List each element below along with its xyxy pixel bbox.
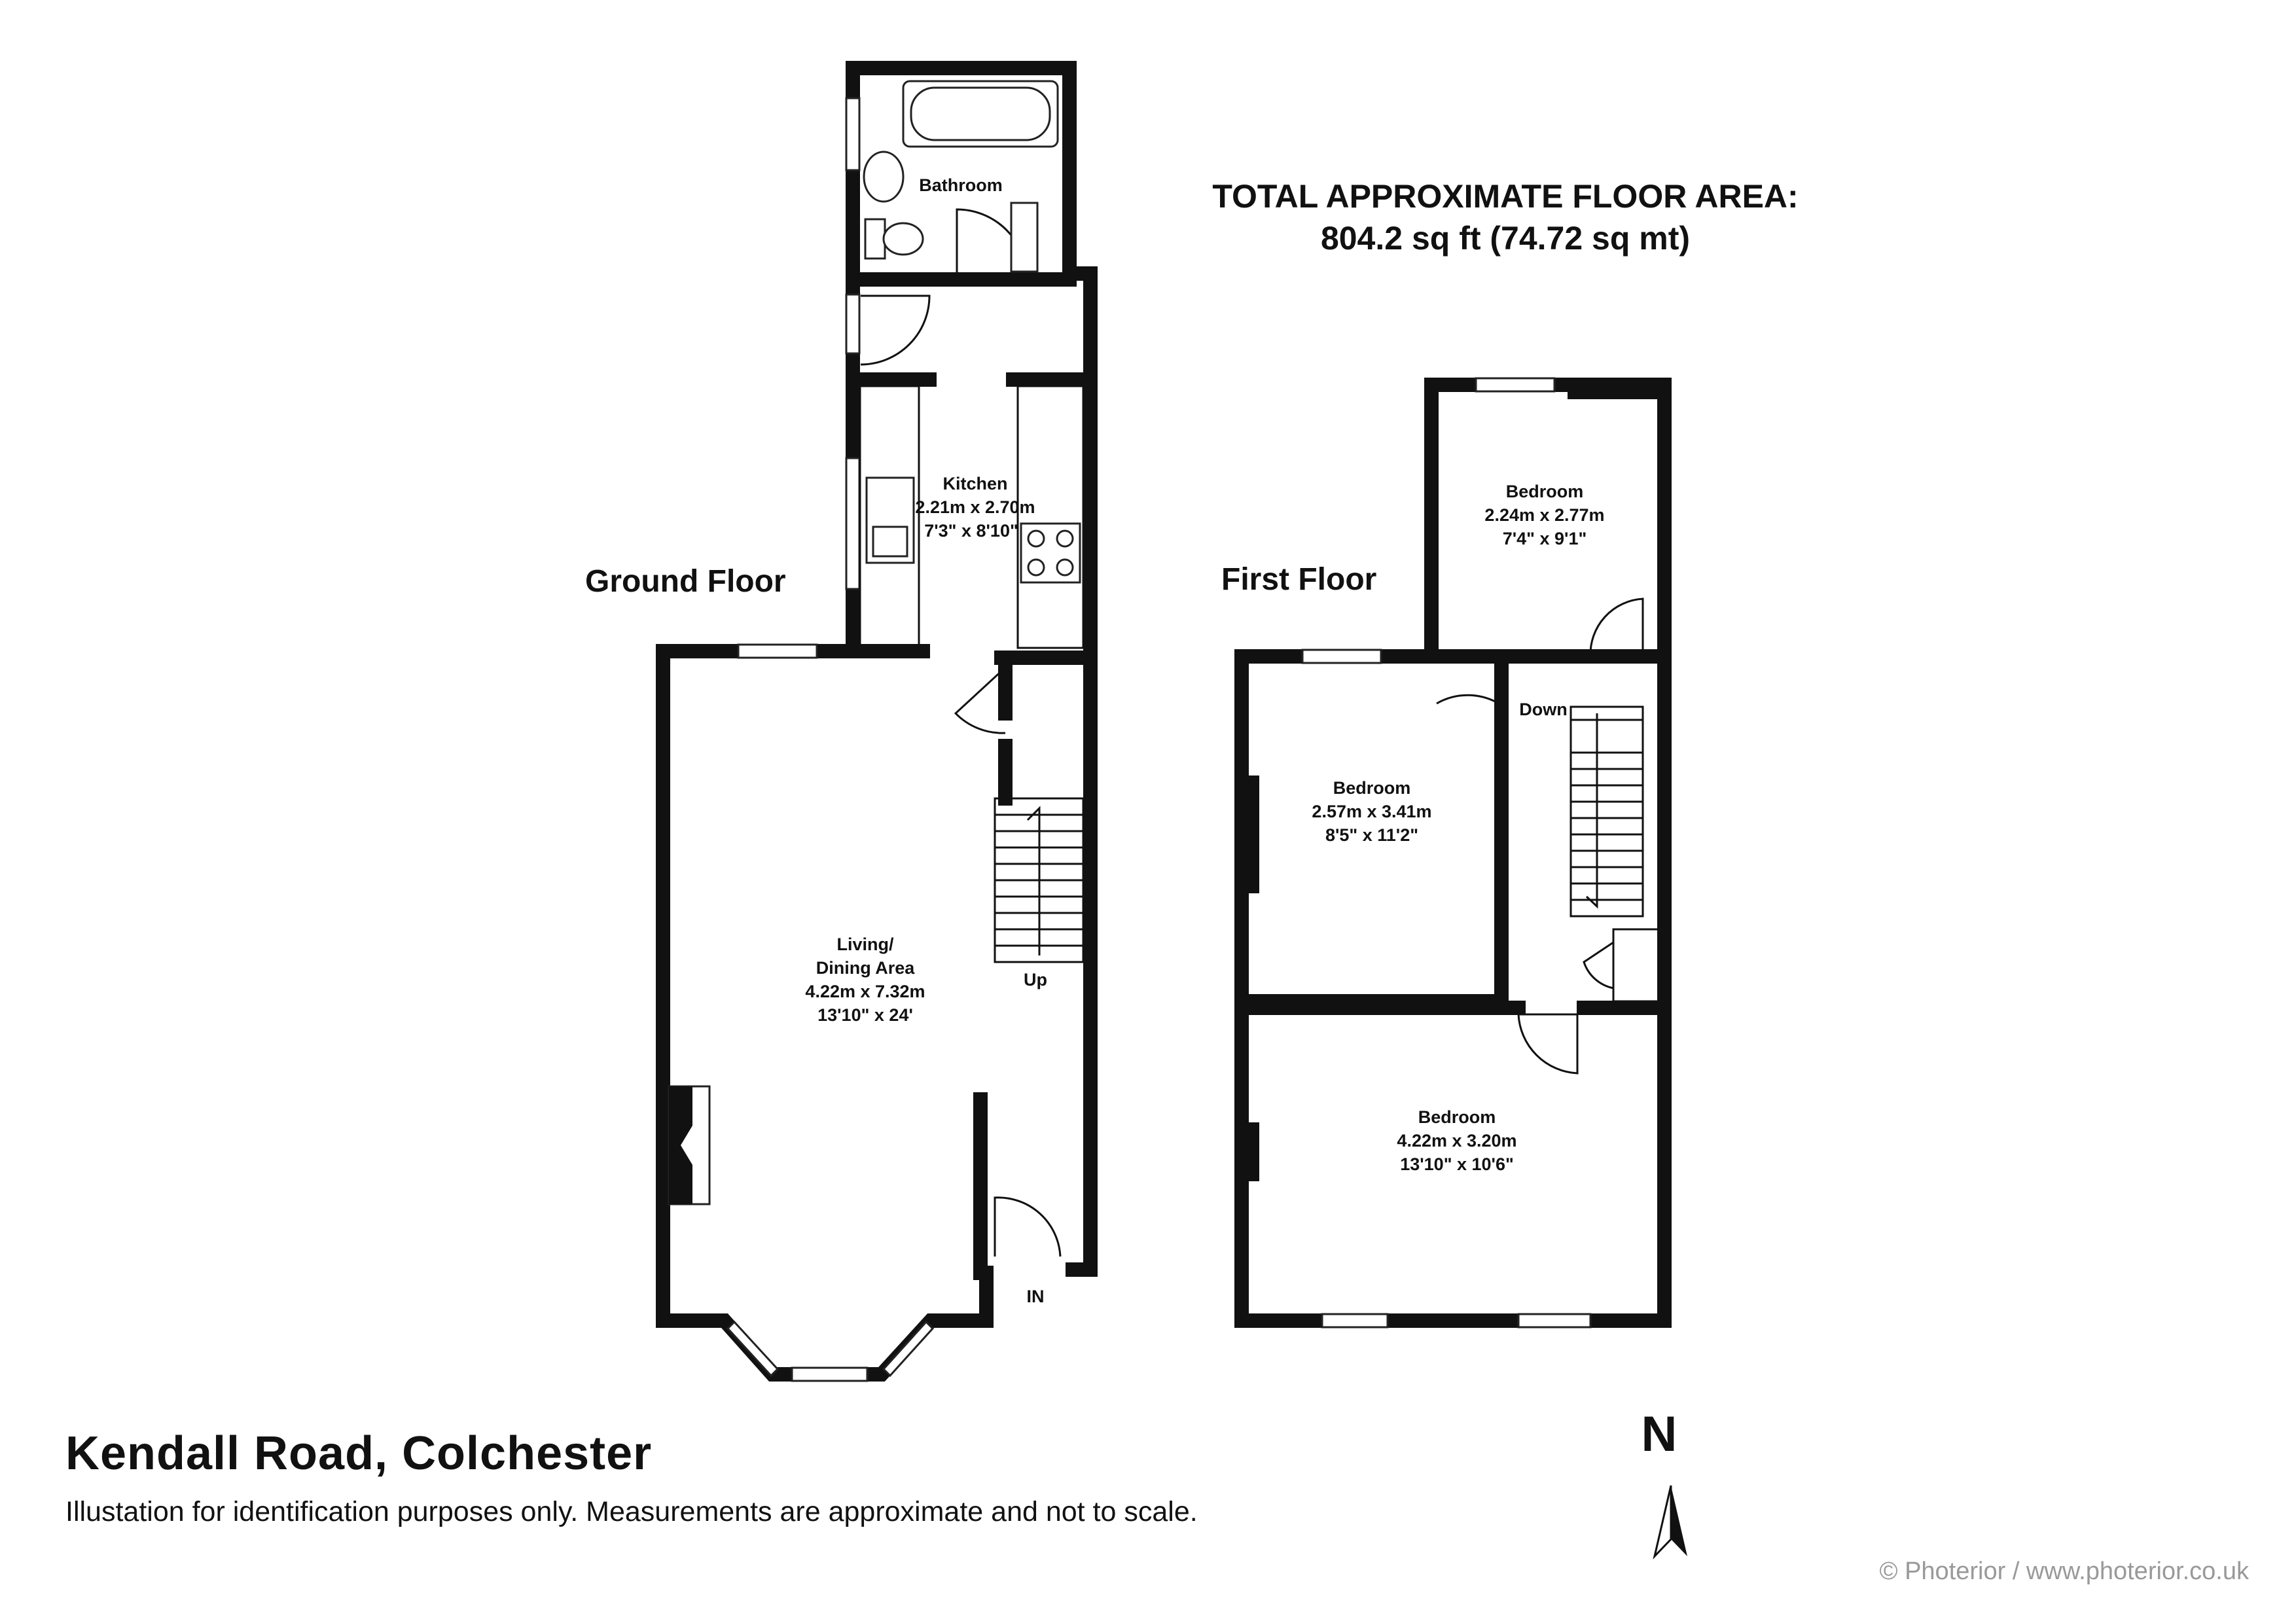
bathroom-window xyxy=(845,97,861,171)
rear-door-glass xyxy=(845,293,861,355)
bedroom-top-metric: 2.24m x 2.77m xyxy=(1484,505,1604,525)
bedroom-bottom-name: Bedroom xyxy=(1418,1107,1496,1127)
landing-cupboard xyxy=(1612,928,1660,1003)
ground-floor-label: Ground Floor xyxy=(585,564,786,599)
bedroom-mid-name: Bedroom xyxy=(1333,778,1411,798)
wash-basin xyxy=(863,151,905,203)
kitchen-metric: 2.21m x 2.70m xyxy=(915,497,1035,517)
cupboard-door-swing-ff xyxy=(1583,941,1614,990)
copyright-notice: © Photerior / www.photerior.co.uk xyxy=(1879,1558,2249,1585)
hob-ring xyxy=(1027,529,1045,548)
bathtub-basin xyxy=(910,86,1051,141)
total-floor-area: TOTAL APPROXIMATE FLOOR AREA: 804.2 sq f… xyxy=(1145,175,1865,259)
front-door-swing xyxy=(994,1196,1062,1257)
shower-unit xyxy=(1010,202,1039,273)
north-letter: N xyxy=(1641,1406,1677,1462)
first-floor-label: First Floor xyxy=(1221,562,1376,597)
bathroom-walls xyxy=(846,61,1077,287)
fireplace-chimney xyxy=(669,1086,692,1204)
kitchen-imperial: 7'3" x 8'10" xyxy=(924,521,1018,541)
living-name-line1: Living/ xyxy=(837,935,894,954)
first-floor-outer-walls xyxy=(1234,378,1672,1328)
entrance-label: IN xyxy=(1027,1287,1045,1306)
bedroom-bottom-door-swing xyxy=(1517,1013,1579,1075)
bedroom-bottom-window-right xyxy=(1517,1313,1592,1329)
bedroom-bottom-chimney xyxy=(1249,1122,1259,1181)
bedroom-top-imperial: 7'4" x 9'1" xyxy=(1503,529,1587,548)
sink-bowl xyxy=(872,526,908,558)
bay-window-right xyxy=(882,1320,935,1378)
first-floor-stairs-label: Down xyxy=(1519,700,1568,719)
hob-ring xyxy=(1027,558,1045,577)
kitchen-name: Kitchen xyxy=(942,474,1007,493)
rear-door-swing xyxy=(860,294,931,366)
ground-stairs xyxy=(994,797,1085,963)
living-name-line2: Dining Area xyxy=(816,958,916,978)
bedroom-mid-window xyxy=(1301,649,1382,664)
living-rear-window xyxy=(737,643,818,659)
bathroom-name: Bathroom xyxy=(919,175,1003,195)
bedroom-mid-door-swing xyxy=(1436,694,1500,762)
ground-floor-plan: Ground Floor Bathroom Kitchen 2.21m x 2.… xyxy=(585,61,1098,1382)
bedroom-mid-imperial: 8'5" x 11'2" xyxy=(1325,825,1418,845)
bedroom-bottom-window-left xyxy=(1321,1313,1389,1329)
cupboard-door-swing xyxy=(954,666,1007,734)
property-address: Kendall Road, Colchester xyxy=(65,1427,653,1480)
bedroom-top-name: Bedroom xyxy=(1506,482,1584,501)
ground-stairs-label: Up xyxy=(1024,970,1047,990)
area-title: TOTAL APPROXIMATE FLOOR AREA: xyxy=(1212,178,1799,215)
living-metric: 4.22m x 7.32m xyxy=(805,982,925,1001)
kitchen-counter-right xyxy=(1016,385,1085,649)
bedroom-top-door-swing xyxy=(1589,597,1644,658)
north-arrow-outline-icon xyxy=(1653,1485,1672,1560)
first-floor-plan: First Floor Bedroom 2.24m x 2.77m 7'4" x… xyxy=(1221,377,1672,1329)
bedroom-bottom-imperial: 13'10" x 10'6" xyxy=(1400,1154,1514,1174)
kitchen-counter-left xyxy=(859,385,920,649)
bay-window-left xyxy=(726,1320,780,1378)
toilet-cistern xyxy=(864,218,886,260)
north-arrow-icon xyxy=(1671,1486,1687,1556)
hob-ring xyxy=(1056,529,1074,548)
bedroom-mid-metric: 2.57m x 3.41m xyxy=(1312,802,1431,821)
kitchen-window xyxy=(845,457,861,590)
bedroom-bottom-metric: 4.22m x 3.20m xyxy=(1397,1131,1516,1150)
living-imperial: 13'10" x 24' xyxy=(817,1005,913,1025)
bedroom-top-window xyxy=(1475,377,1556,393)
toilet-bowl xyxy=(882,222,924,256)
bay-window-front xyxy=(791,1366,869,1382)
chimney-breast xyxy=(1568,380,1659,399)
bedroom-mid-chimney xyxy=(1249,776,1259,893)
first-floor-stairs xyxy=(1570,705,1644,918)
disclaimer-text: Illustation for identification purposes … xyxy=(65,1496,1198,1527)
north-indicator: N xyxy=(1617,1406,1702,1463)
area-value: 804.2 sq ft (74.72 sq mt) xyxy=(1320,220,1691,257)
hob-ring xyxy=(1056,558,1074,577)
